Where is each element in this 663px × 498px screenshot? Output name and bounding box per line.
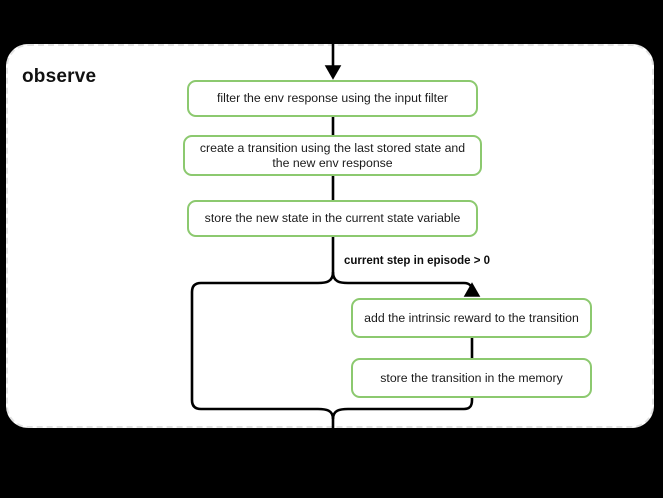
edge-label-current-step-condition: current step in episode > 0 bbox=[344, 255, 491, 267]
node-store-new-state[interactable]: store the new state in the current state… bbox=[187, 200, 478, 237]
node-add-intrinsic-reward[interactable]: add the intrinsic reward to the transiti… bbox=[351, 298, 592, 338]
group-title-observe: observe bbox=[22, 66, 97, 87]
node-store-transition-memory[interactable]: store the transition in the memory bbox=[351, 358, 592, 398]
node-create-transition[interactable]: create a transition using the last store… bbox=[183, 135, 482, 176]
node-filter-env-response[interactable]: filter the env response using the input … bbox=[187, 80, 478, 117]
